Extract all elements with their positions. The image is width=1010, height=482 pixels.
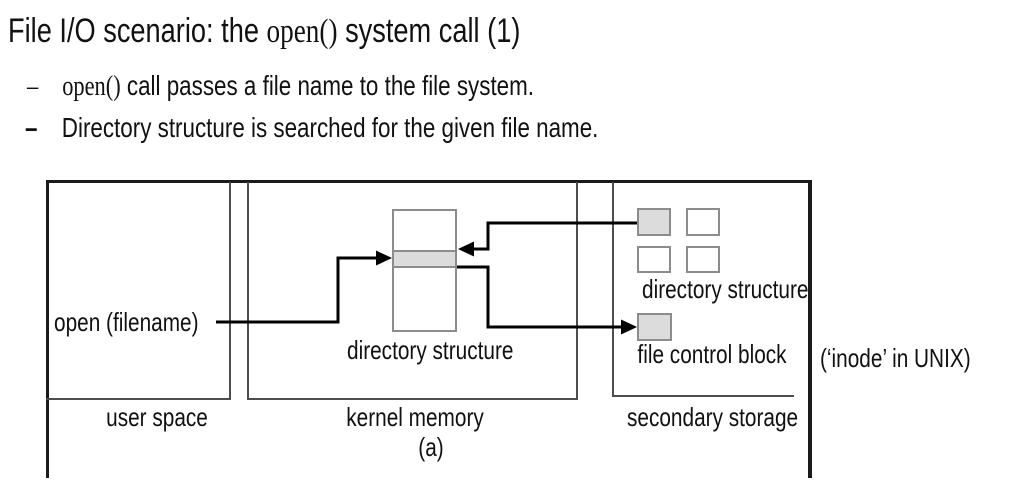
kernel-directory-table bbox=[392, 209, 457, 332]
file-control-block-label: file control block bbox=[637, 339, 787, 369]
user-space-label: user space bbox=[106, 402, 208, 432]
secondary-storage-label: secondary storage bbox=[627, 402, 799, 432]
kernel-directory-label: directory structure bbox=[347, 335, 514, 365]
user-space-box bbox=[46, 182, 231, 400]
directory-block-4 bbox=[686, 246, 720, 273]
inode-note: (‘inode’ in UNIX) bbox=[820, 343, 971, 373]
directory-block-shaded bbox=[637, 208, 671, 236]
kernel-memory-label: kernel memory bbox=[346, 402, 484, 432]
open-filename-label: open (filename) bbox=[54, 307, 199, 337]
slide-title-suffix: system call (1) bbox=[337, 12, 521, 50]
bullet-1-dash: – bbox=[27, 71, 39, 102]
subfigure-label: (a) bbox=[418, 432, 444, 462]
file-control-block-square bbox=[637, 313, 672, 341]
directory-entry-highlight bbox=[394, 250, 455, 268]
bullet-2-text: Directory structure is searched for the … bbox=[61, 112, 599, 143]
slide-title: File I/O scenario: the open() system cal… bbox=[8, 12, 520, 51]
directory-block-3 bbox=[637, 246, 671, 273]
bullet-item-2: –Directory structure is searched for the… bbox=[25, 112, 598, 144]
bullet-item-1: –open() call passes a file name to the f… bbox=[27, 70, 534, 103]
slide-title-open-code: open() bbox=[266, 13, 338, 50]
directory-block-2 bbox=[686, 208, 720, 236]
bullet-2-dash: – bbox=[25, 112, 38, 143]
bullet-1-text: call passes a file name to the file syst… bbox=[120, 70, 535, 101]
slide-title-prefix: File I/O scenario: the bbox=[8, 12, 267, 50]
bullet-1-open-code: open() bbox=[62, 71, 121, 102]
secondary-directory-label: directory structure bbox=[642, 274, 809, 304]
diagram-outer-frame bbox=[46, 180, 812, 478]
